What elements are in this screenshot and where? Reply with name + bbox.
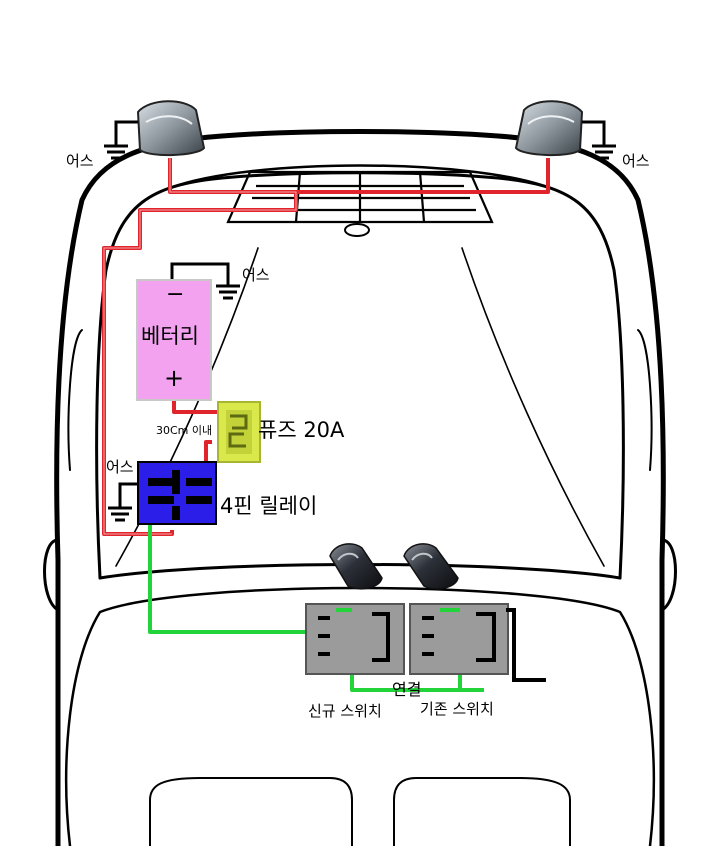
battery-plus-label: + xyxy=(164,364,185,392)
toggle-switch-icon xyxy=(329,543,383,590)
relay-icon xyxy=(137,461,217,525)
fuse-icon xyxy=(217,401,261,463)
ground-symbol-icon xyxy=(104,120,138,160)
ground-label-battery: 어스 xyxy=(242,266,270,284)
battery xyxy=(136,279,212,401)
ground-symbol-icon xyxy=(108,482,138,522)
relay-label: 4핀 릴레이 xyxy=(220,494,318,518)
front-grille xyxy=(226,170,494,237)
ground-symbol-icon xyxy=(170,262,240,300)
ground-symbol-icon xyxy=(582,120,616,160)
ground-label-right-lamp: 어스 xyxy=(622,152,650,170)
old-switch-label: 기존 스위치 xyxy=(420,700,494,718)
headlamp-icon xyxy=(514,100,584,157)
connect-label: 연결 xyxy=(392,680,422,699)
fuse-label: 퓨즈 20A xyxy=(258,418,345,442)
battery-minus-label: − xyxy=(166,282,185,307)
headlamp-icon xyxy=(136,100,206,157)
new-switch-label: 신규 스위치 xyxy=(308,702,382,720)
switch-block-old xyxy=(409,603,509,675)
toggle-switch-icon xyxy=(403,543,459,590)
switch-block-new xyxy=(305,603,405,675)
power-wire-outline xyxy=(103,158,297,535)
ground-label-relay: 어스 xyxy=(106,458,134,476)
ground-label-left-lamp: 어스 xyxy=(66,152,94,170)
fuse-distance-label: 30Cm 이내 xyxy=(156,424,213,437)
battery-name-label: 베터리 xyxy=(141,324,199,348)
ground-wire xyxy=(506,608,546,682)
